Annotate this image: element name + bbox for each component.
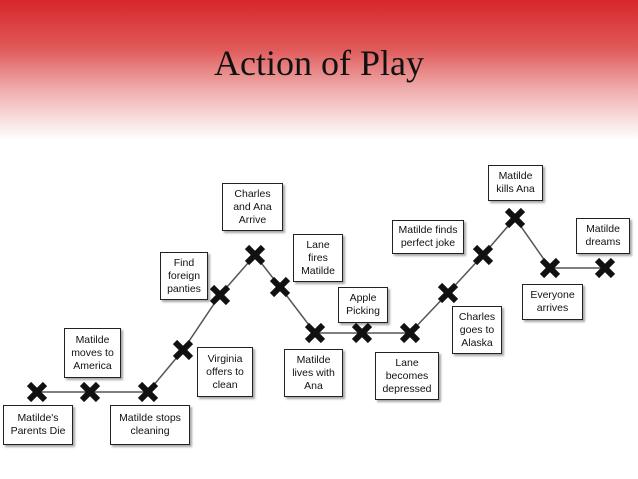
- event-marker-x-icon: [304, 322, 326, 344]
- event-box-everyone-arrives: Everyone arrives: [522, 284, 583, 320]
- event-box-virginia-offers-to-clean: Virginia offers to clean: [197, 347, 253, 397]
- event-marker-x-icon: [539, 257, 561, 279]
- event-box-matilde-dreams: Matilde dreams: [576, 218, 630, 254]
- event-marker-x-icon: [399, 322, 421, 344]
- event-marker-x-icon: [26, 381, 48, 403]
- event-marker-x-icon: [437, 282, 459, 304]
- event-box-matilde-stops-cleaning: Matilde stops cleaning: [110, 405, 190, 445]
- event-box-apple-picking: Apple Picking: [338, 287, 388, 323]
- event-marker-x-icon: [472, 244, 494, 266]
- title-banner: [0, 0, 638, 140]
- event-box-charles-goes-to-alaska: Charles goes to Alaska: [452, 306, 502, 354]
- event-box-matilde-moves-to-america: Matilde moves to America: [64, 328, 121, 378]
- event-box-lane-fires-matilde: Lane fires Matilde: [293, 234, 343, 282]
- event-marker-x-icon: [79, 381, 101, 403]
- event-marker-x-icon: [209, 284, 231, 306]
- event-marker-x-icon: [351, 322, 373, 344]
- event-box-find-foreign-panties: Find foreign panties: [160, 252, 208, 300]
- event-marker-x-icon: [594, 257, 616, 279]
- event-box-lane-becomes-depressed: Lane becomes depressed: [375, 352, 439, 400]
- event-box-matilde-kills-ana: Matilde kills Ana: [488, 165, 543, 201]
- event-marker-x-icon: [172, 339, 194, 361]
- event-box-matildes-parents-die: Matilde's Parents Die: [3, 405, 73, 445]
- page-title: Action of Play: [214, 43, 424, 83]
- event-box-charles-and-ana-arrive: Charles and Ana Arrive: [222, 183, 283, 231]
- event-marker-x-icon: [244, 244, 266, 266]
- event-marker-x-icon: [137, 381, 159, 403]
- event-box-matilde-finds-perfect-joke: Matilde finds perfect joke: [392, 220, 464, 254]
- event-box-matilde-lives-with-ana: Matilde lives with Ana: [284, 349, 343, 397]
- event-marker-x-icon: [269, 276, 291, 298]
- event-marker-x-icon: [504, 207, 526, 229]
